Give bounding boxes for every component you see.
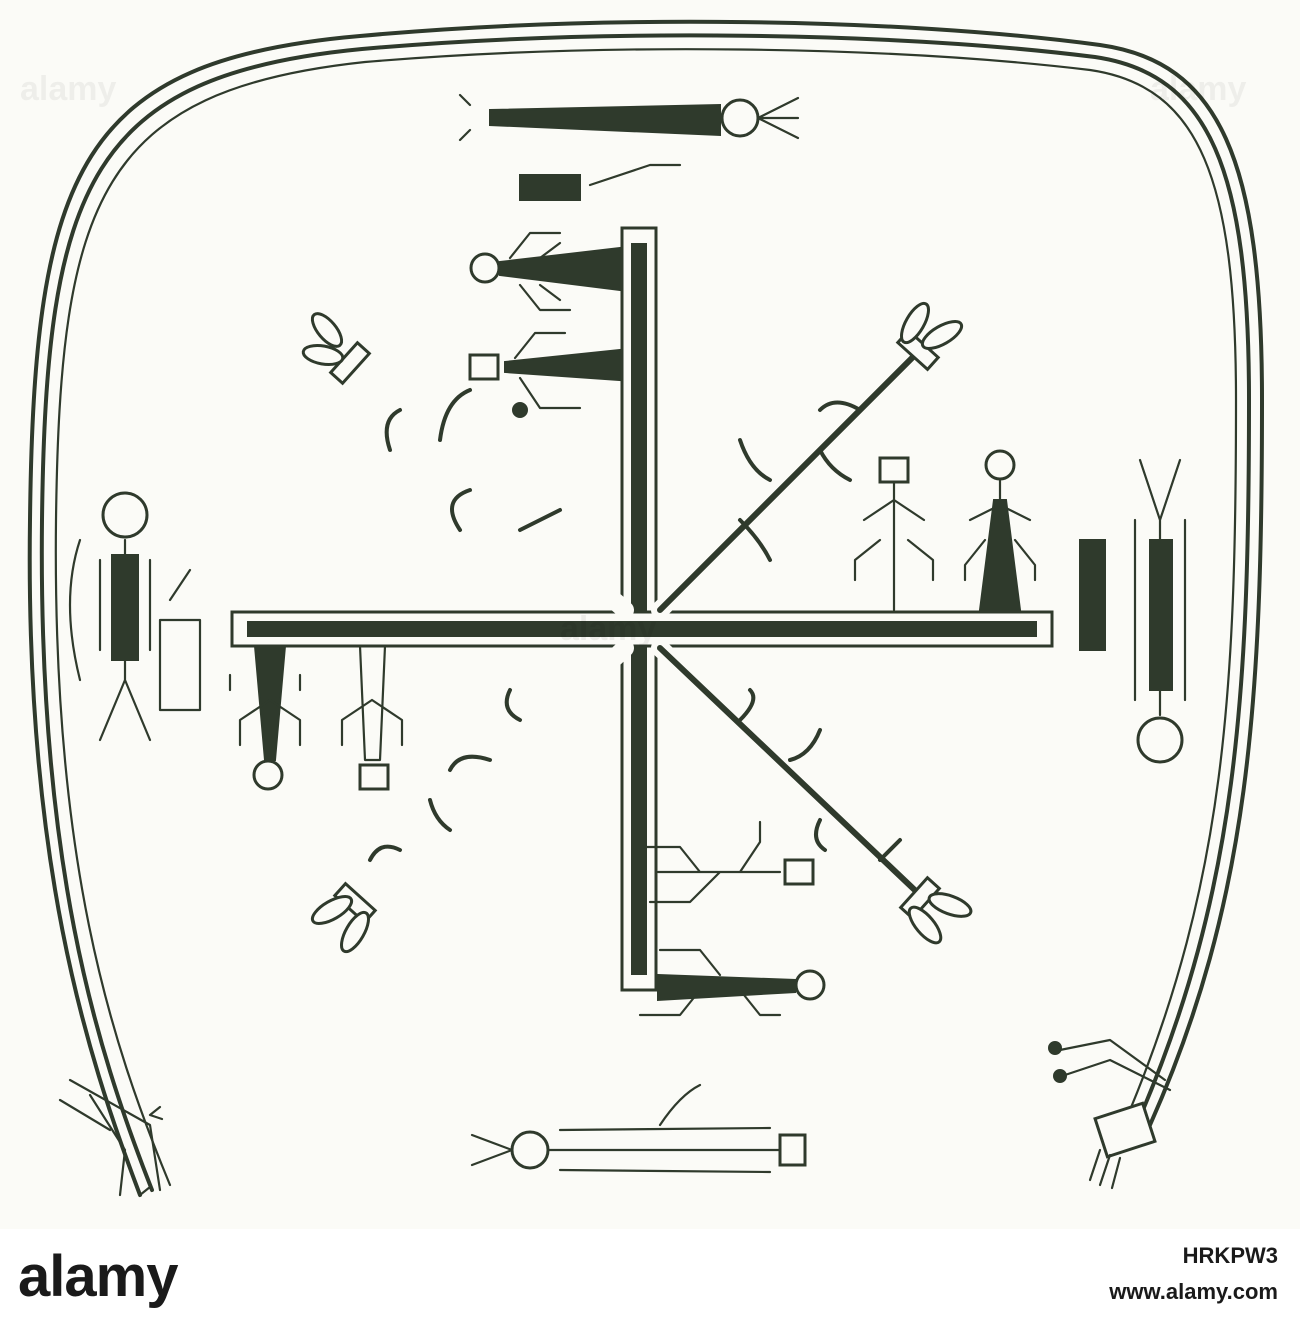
- watermark-left: alamy: [20, 70, 116, 108]
- sandpainting-artwork: alamy alamy alamy: [20, 19, 1264, 1197]
- guardian-right: [1079, 458, 1187, 764]
- watermark-right: alamy: [1150, 70, 1246, 108]
- figures-top-log: [468, 231, 621, 418]
- guardian-top: [458, 93, 800, 201]
- diagonal-stalks: [341, 346, 929, 909]
- figures-right-log: [853, 449, 1037, 612]
- sandpainting-drawing: alamy alamy alamy: [20, 19, 1264, 1197]
- rainbow-feet-left: [58, 1078, 164, 1197]
- rainbow-border: [27, 19, 1264, 1197]
- site-url[interactable]: www.alamy.com: [1109, 1279, 1278, 1304]
- figures-bottom-log: [638, 820, 826, 1017]
- stock-footer: alamy HRKPW3 www.alamy.com: [0, 1229, 1300, 1319]
- guardian-bottom: [470, 1083, 807, 1174]
- brand-logo[interactable]: alamy: [18, 1244, 178, 1309]
- image-id: HRKPW3: [1182, 1243, 1278, 1268]
- watermark-center: alamy: [560, 610, 656, 648]
- figures-left-log: [228, 644, 404, 791]
- guardian-left: [68, 491, 202, 742]
- rainbow-head-right: [1048, 1038, 1172, 1190]
- stalk-leaves: [368, 388, 902, 862]
- feather-plumes: [301, 301, 973, 954]
